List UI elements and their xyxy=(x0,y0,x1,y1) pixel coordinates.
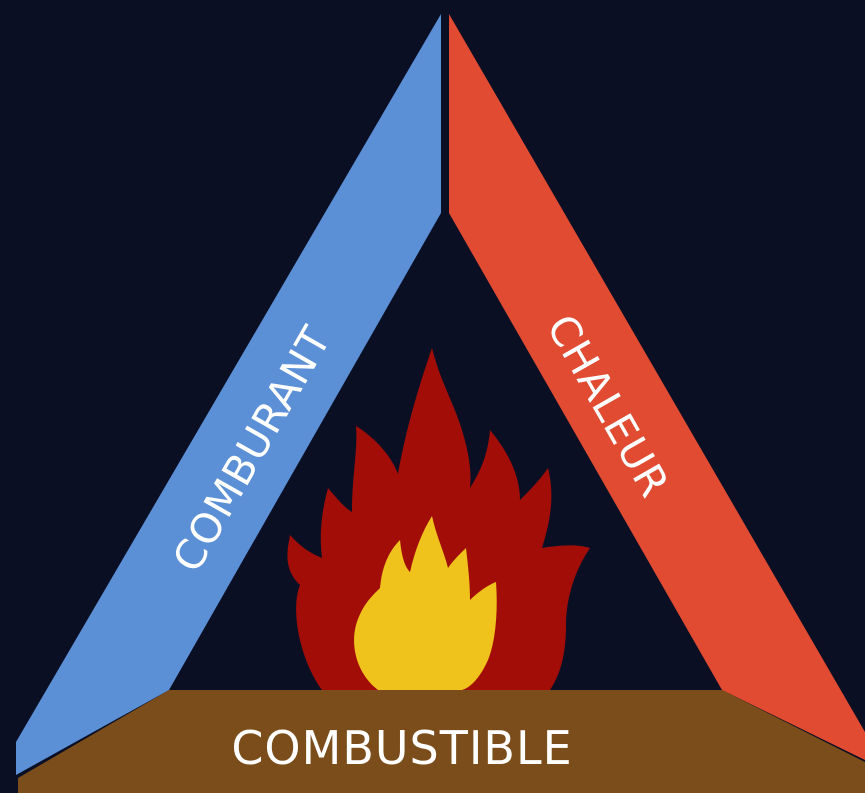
flame-inner xyxy=(354,516,497,690)
flame-outer xyxy=(287,348,590,690)
flame-icon xyxy=(287,348,590,690)
comburant-side xyxy=(16,14,441,775)
combustible-side xyxy=(18,690,865,793)
chaleur-side xyxy=(449,14,865,760)
combustible-label: COMBUSTIBLE xyxy=(231,721,572,775)
